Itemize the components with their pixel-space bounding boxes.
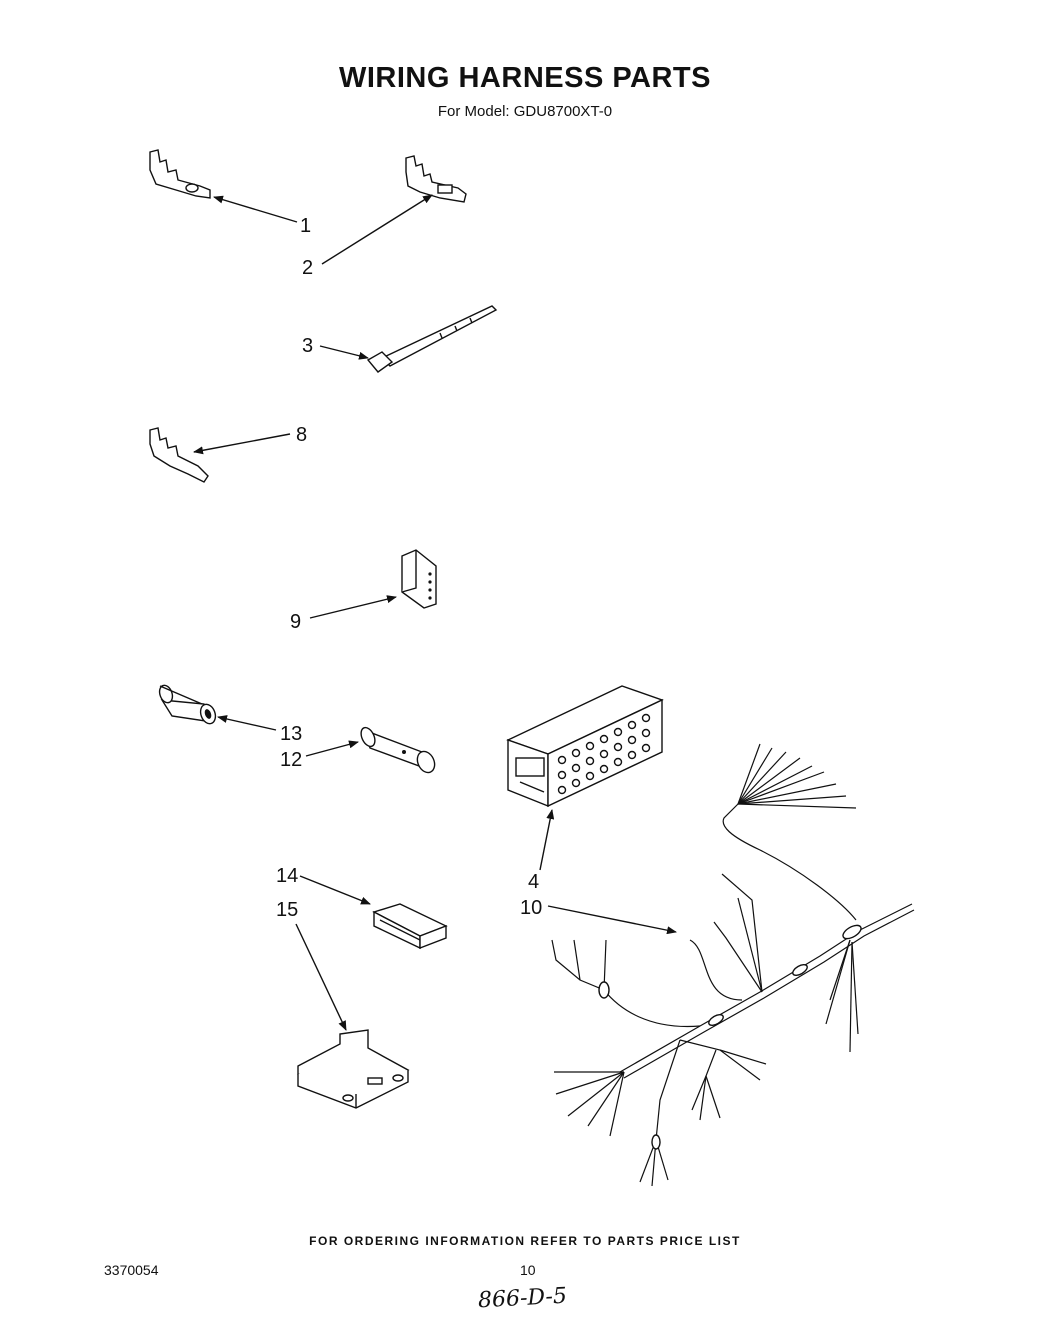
callout-arrow-13 <box>217 715 277 731</box>
callout-arrow-12 <box>305 740 359 757</box>
callout-label-4: 4 <box>528 871 539 893</box>
part-4-connector-housing <box>506 685 664 808</box>
callout-arrow-8 <box>193 433 291 455</box>
document-number: 3370054 <box>104 1262 159 1278</box>
part-3-cable-tie <box>366 305 498 373</box>
page-title: WIRING HARNESS PARTS <box>339 62 711 94</box>
callout-arrow-14 <box>299 875 371 905</box>
page-number: 10 <box>520 1262 536 1278</box>
part-14-insulator <box>372 903 448 950</box>
part-8-terminal <box>149 427 209 483</box>
part-1-terminal <box>149 149 211 199</box>
part-12-splice <box>360 726 436 774</box>
part-15-connector-cover <box>297 1029 410 1109</box>
callout-label-10: 10 <box>520 897 542 919</box>
callout-arrow-1 <box>213 195 298 223</box>
callout-label-9: 9 <box>290 611 301 633</box>
model-subtitle: For Model: GDU8700XT-0 <box>437 103 613 120</box>
callout-label-2: 2 <box>302 257 313 279</box>
part-2-terminal <box>405 155 467 203</box>
callout-arrow-9 <box>309 595 397 619</box>
part-13-sleeve <box>158 684 217 725</box>
part-9-connector <box>401 549 437 609</box>
connector-pin-grid <box>557 713 651 795</box>
handwritten-note: 866-D-5 <box>477 1283 568 1314</box>
callout-label-1: 1 <box>300 215 311 237</box>
callout-arrow-10 <box>547 905 677 935</box>
ordering-note: FOR ORDERING INFORMATION REFER TO PARTS … <box>309 1234 741 1248</box>
callout-label-3: 3 <box>302 335 313 357</box>
callout-label-14: 14 <box>276 865 298 887</box>
callout-label-13: 13 <box>280 723 302 745</box>
part-10-wiring-harness <box>551 743 915 1187</box>
callout-arrow-3 <box>319 345 369 360</box>
callout-arrow-15 <box>295 923 347 1031</box>
callout-label-12: 12 <box>280 749 302 771</box>
callout-label-15: 15 <box>276 899 298 921</box>
callout-arrow-2 <box>321 194 433 265</box>
callout-label-8: 8 <box>296 424 307 446</box>
callout-arrow-4 <box>539 809 555 871</box>
